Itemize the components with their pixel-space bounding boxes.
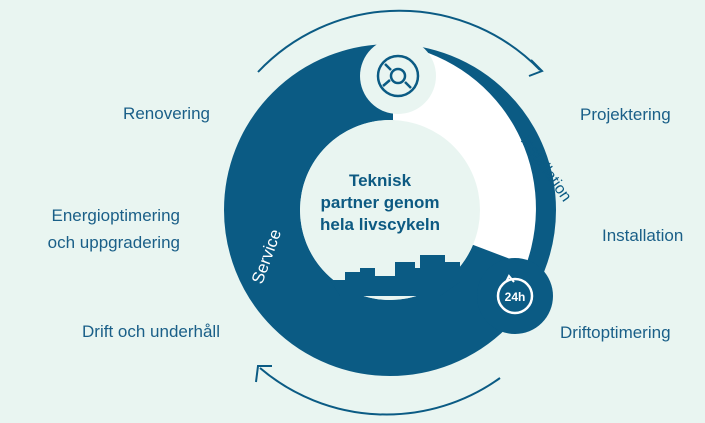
center-line-3: hela livscykeln <box>319 215 441 234</box>
city-skyline <box>330 255 460 296</box>
label-projektering: Projektering <box>580 105 671 124</box>
tool-node-bg <box>360 38 436 114</box>
center-line-2: partner genom <box>320 193 440 212</box>
label-installation: Installation <box>602 226 684 245</box>
bottom-arrow-head <box>255 365 272 383</box>
24h-clock-icon <box>496 277 534 315</box>
badge-24h: 24h <box>505 290 526 304</box>
center-title: Teknisk partner genom hela livscykeln <box>300 170 460 236</box>
bottom-arrow-arc <box>259 367 501 416</box>
label-driftoptimering: Driftoptimering <box>560 323 671 342</box>
center-line-1: Teknisk <box>348 171 412 190</box>
top-arrow-arc <box>257 9 541 73</box>
label-energioptimering: Energioptimering och uppgradering <box>47 206 180 252</box>
installation-ring-segment <box>393 44 536 265</box>
label-drift-underhall: Drift och underhåll <box>82 322 220 341</box>
tool-gear-icon <box>376 54 420 98</box>
clock-node-bg <box>477 258 553 334</box>
label-renovering: Renovering <box>123 104 210 123</box>
top-arrow-head <box>528 59 544 77</box>
